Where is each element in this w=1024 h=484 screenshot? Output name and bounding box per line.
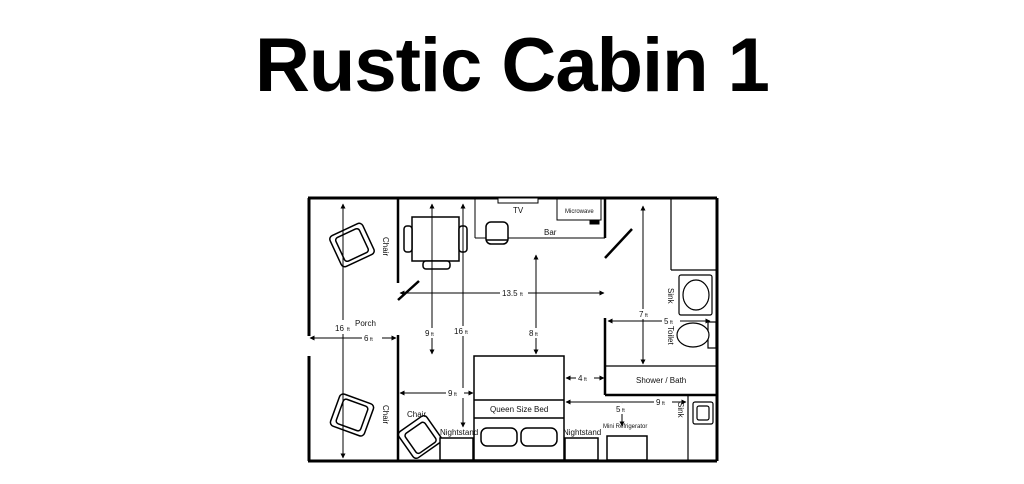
dim-room-center: 8 [529, 329, 534, 338]
nightstand-right-label: Nightstand [563, 428, 601, 437]
dim-bed-side-right: 4 [578, 374, 583, 383]
dim-room-length: 16 [454, 327, 463, 336]
porch-chair-top-label: Chair [381, 237, 390, 256]
dim-unit: ft [622, 408, 625, 414]
dim-unit: ft [347, 327, 350, 333]
interior-walls [396, 198, 717, 461]
dim-porch-width: 6 [364, 334, 369, 343]
dim-unit: ft [465, 330, 468, 336]
kitchen-sink-label: Sink [676, 402, 685, 419]
dim-unit: ft [584, 377, 587, 383]
mini-refrigerator [606, 435, 648, 461]
dim-unit: ft [454, 392, 457, 398]
dim-unit: ft [431, 332, 434, 338]
dim-porch-length: 16 [335, 324, 344, 333]
bath-fixtures [605, 198, 717, 367]
microwave-label: Microwave [565, 209, 594, 215]
room-chair-label: Chair [407, 410, 426, 419]
dim-unit: ft [520, 292, 523, 298]
dim-bath-length: 7 [639, 310, 644, 319]
nightstands [439, 437, 599, 461]
dim-table-clearance: 9 [425, 329, 430, 338]
tv-label: TV [513, 206, 524, 215]
porch-chair-bottom-label: Chair [381, 405, 390, 424]
porch-label: Porch [355, 319, 376, 328]
dim-unit: ft [370, 337, 373, 343]
kitchen-sink [687, 395, 714, 461]
toilet-label: Toilet [666, 326, 675, 345]
queen-bed [473, 355, 565, 461]
bar-stool [485, 221, 509, 245]
porch-chair-bottom [329, 393, 375, 437]
dim-unit: ft [670, 320, 673, 326]
dim-fridge-clearance: 5 [616, 405, 621, 414]
dim-bed-side-left: 9 [448, 389, 453, 398]
nightstand-left-label: Nightstand [440, 428, 478, 437]
bed-label: Queen Size Bed [490, 405, 548, 414]
page-title: Rustic Cabin 1 [255, 23, 770, 108]
dim-unit: ft [662, 401, 665, 407]
bath-sink-label: Sink [666, 288, 675, 305]
mini-fridge-label: Mini Refrigerator [603, 424, 647, 430]
dim-hall-width: 9 [656, 398, 661, 407]
dimension-labels: 16 ft 6 ft 13.5 ft 9 ft 16 ft 8 ft 9 ft … [333, 288, 680, 414]
dining-table [403, 216, 468, 270]
furniture-labels: TV Microwave Bar Porch Chair Chair Chair… [355, 206, 686, 437]
room-chair [397, 414, 443, 460]
dim-unit: ft [645, 313, 648, 319]
shower-bath-label: Shower / Bath [636, 376, 686, 385]
dim-room-width: 13.5 [502, 289, 518, 298]
porch-chair-top [329, 222, 375, 268]
dim-bath-width: 5 [664, 317, 669, 326]
bar-label: Bar [544, 228, 557, 237]
dim-unit: ft [535, 332, 538, 338]
